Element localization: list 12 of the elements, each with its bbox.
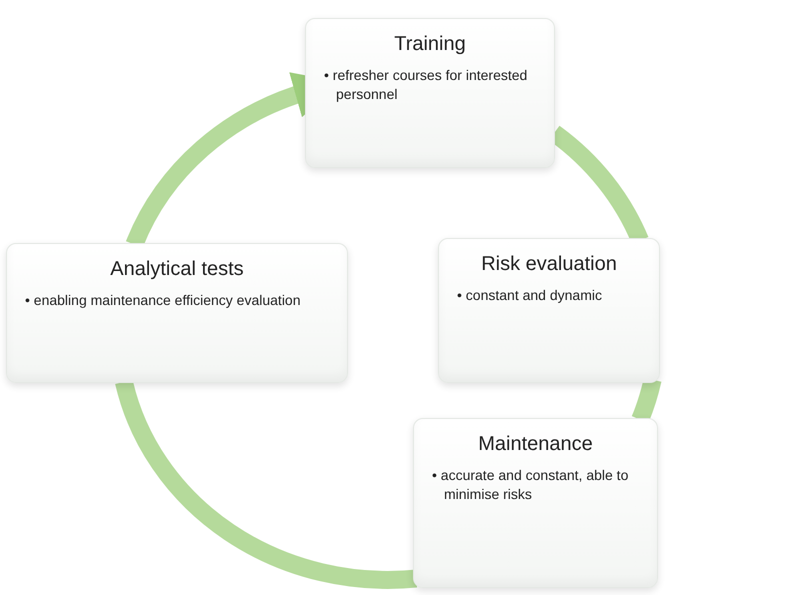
process-box — [305, 18, 555, 168]
bullet-text: • enabling maintenance efficiency evaluation — [24, 291, 302, 310]
box-title: Training — [393, 33, 467, 56]
box-title: Risk evaluation — [480, 253, 618, 276]
box-title: Analytical tests — [109, 258, 245, 281]
process-box — [438, 238, 660, 383]
bullet-text: • constant and dynamic — [456, 286, 603, 305]
process-box — [413, 418, 658, 588]
process-box — [6, 243, 348, 383]
bullet-text: • accurate and constant, able to minimise risks — [431, 466, 630, 504]
box-title: Maintenance — [477, 433, 594, 456]
bullet-text: • refresher courses for interested personnel — [323, 66, 528, 104]
